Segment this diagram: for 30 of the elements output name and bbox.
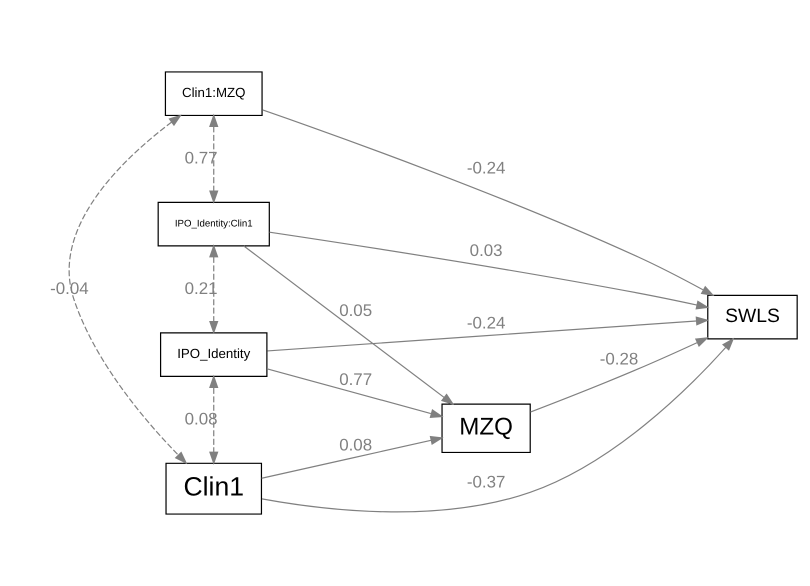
arrow (266, 316, 709, 352)
arrow (261, 436, 444, 479)
arrow (208, 114, 218, 204)
arrow (208, 244, 218, 334)
node-box: MZQ (440, 404, 530, 454)
edge-label: -0.24 (466, 313, 505, 332)
arrow (266, 368, 444, 418)
edge-label: 0.08 (338, 435, 372, 454)
edge-label: 0.77 (184, 148, 218, 168)
arrow (208, 374, 218, 465)
arrow (242, 246, 454, 406)
edge-label: -0.28 (599, 350, 638, 369)
node-box: Clin1:MZQ (164, 71, 262, 116)
node-box: Clin1 (164, 462, 262, 515)
arrow (268, 232, 709, 310)
edge-label: 0.08 (184, 409, 218, 428)
edge-label: 0.77 (338, 370, 372, 390)
edge-label: -0.04 (50, 278, 88, 298)
node-box: IPO_Identity:Clin1 (157, 202, 270, 246)
node-box: IPO_Identity (160, 332, 267, 377)
arrow (262, 109, 714, 296)
edge-label: 0.21 (184, 278, 218, 298)
arrow (68, 114, 187, 464)
edge-label: 0.03 (469, 240, 502, 260)
arrow (261, 338, 734, 512)
edge-label: -0.24 (466, 158, 505, 178)
arrow (530, 337, 708, 413)
edge-label: 0.05 (338, 301, 372, 320)
edge-label: -0.37 (466, 472, 505, 492)
node-box: SWLS (706, 294, 798, 340)
